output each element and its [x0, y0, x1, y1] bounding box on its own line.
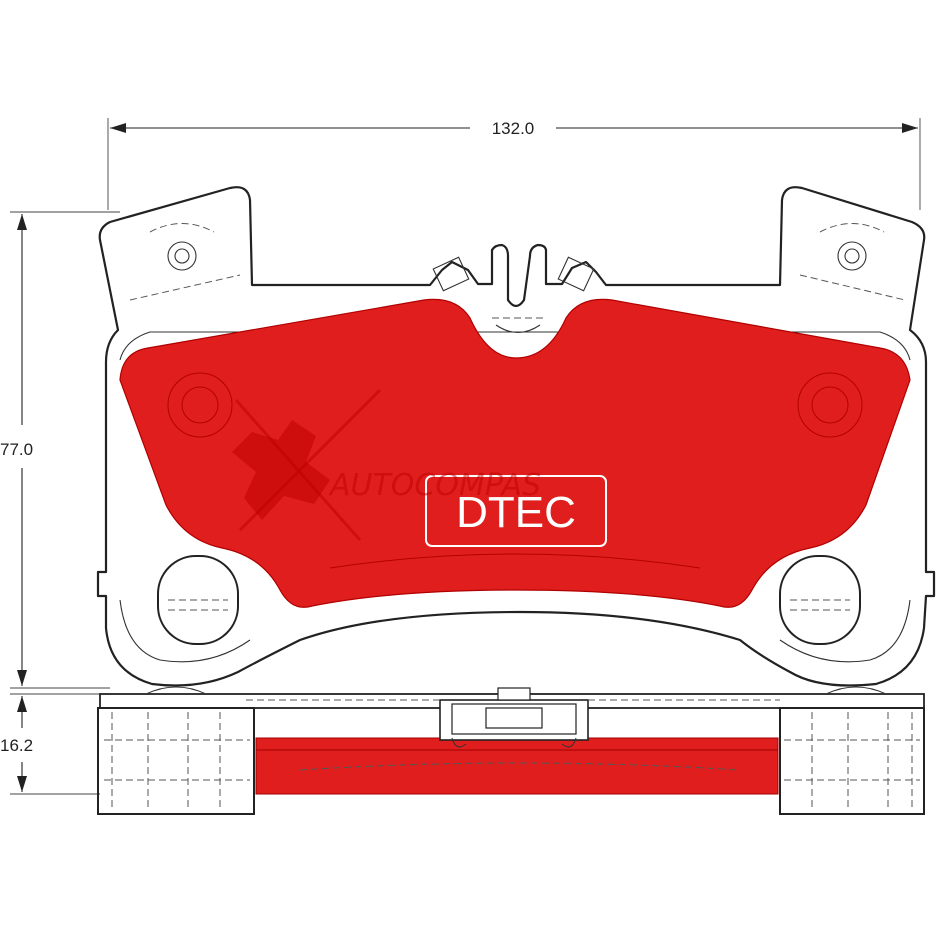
- friction-material: [119, 298, 911, 608]
- watermark: AUTOCOMPAS: [232, 388, 541, 541]
- thickness-dimension: 16.2: [0, 693, 110, 795]
- right-mounting-hole: [837, 241, 867, 271]
- left-mounting-hole: [167, 241, 197, 271]
- backing-plate: [96, 186, 936, 687]
- logo-text: DTEC: [456, 488, 576, 537]
- height-dimension: 77.0: [0, 211, 120, 689]
- height-dimension-label: 77.0: [0, 440, 33, 459]
- thickness-dimension-label: 16.2: [0, 736, 33, 755]
- width-dimension: 132.0: [107, 118, 921, 210]
- left-wear-sensor: [157, 555, 239, 645]
- watermark-gear-icon: [232, 388, 382, 541]
- dtec-logo: DTEC: [425, 475, 607, 547]
- side-view: [97, 686, 925, 815]
- side-friction-layer: [255, 737, 779, 795]
- watermark-text: AUTOCOMPAS: [328, 468, 541, 503]
- width-dimension-label: 132.0: [492, 119, 535, 138]
- right-wear-sensor: [779, 555, 861, 645]
